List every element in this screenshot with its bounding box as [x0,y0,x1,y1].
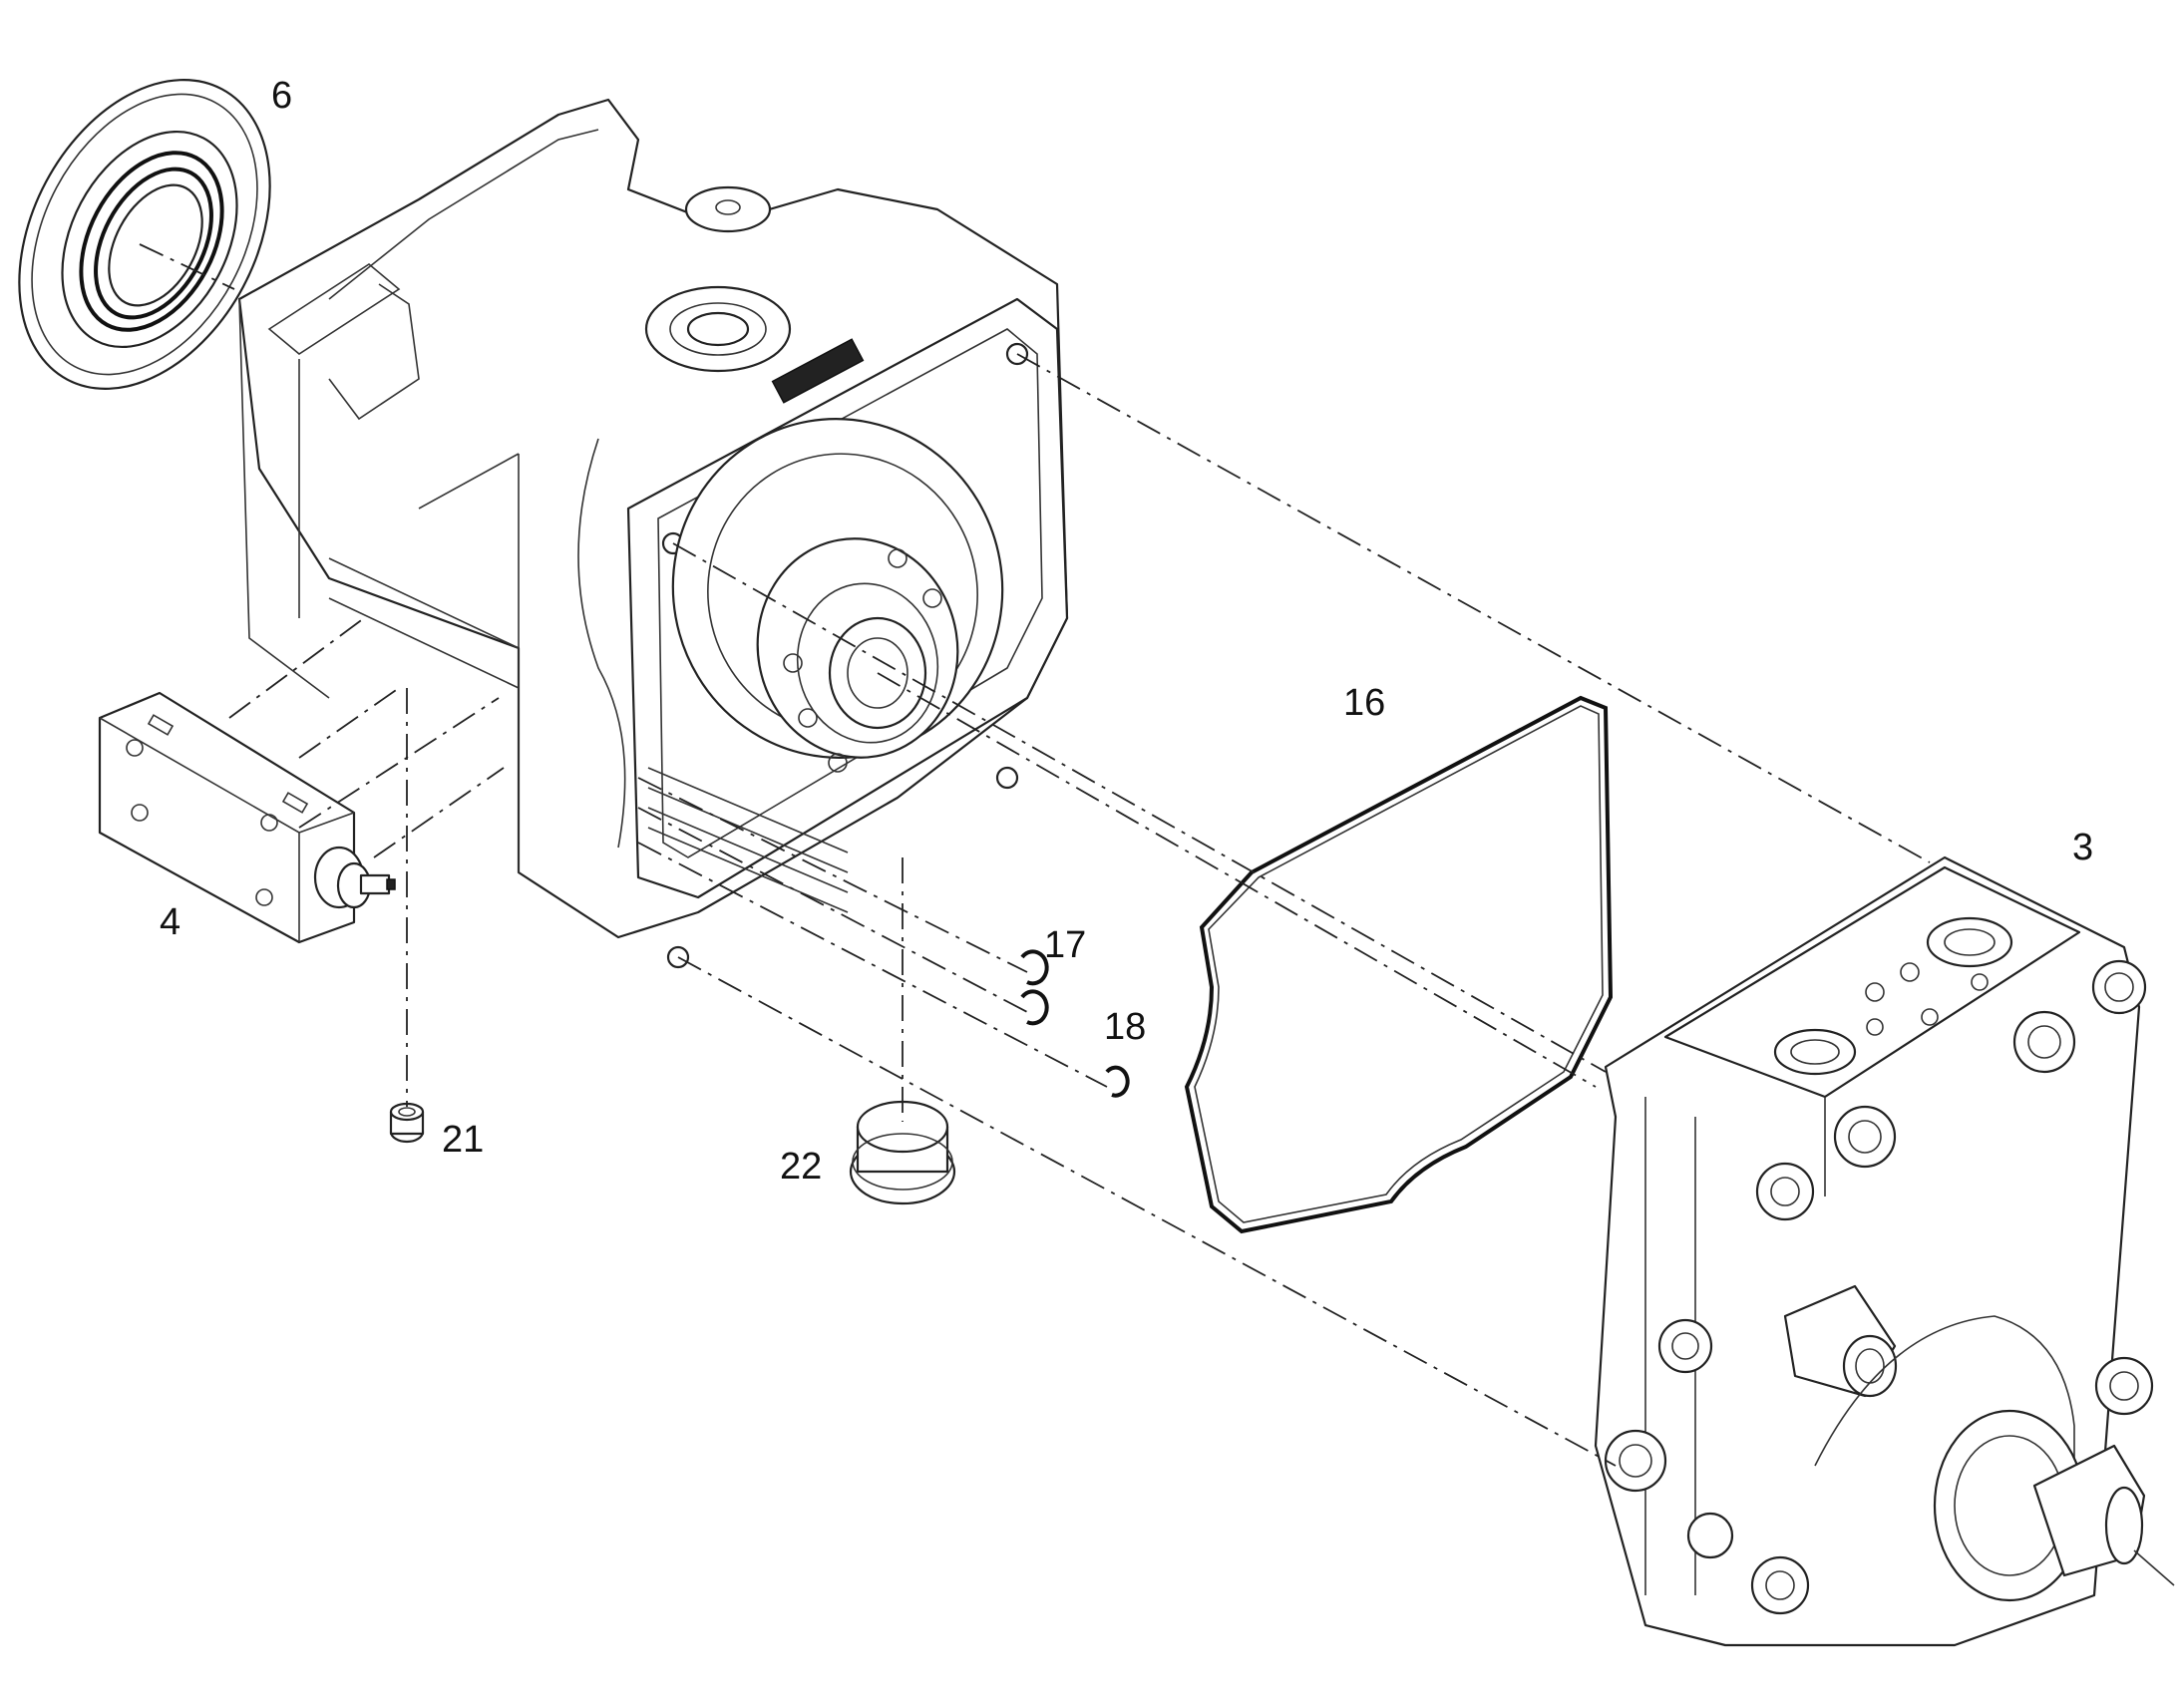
part-3-end-cover[interactable] [1594,855,2175,1647]
part-16-gasket[interactable] [1184,695,1614,1234]
part-22-cap[interactable] [849,1100,956,1205]
callout-6: 6 [271,75,292,117]
part-4-control-valve[interactable] [98,691,396,944]
callout-21: 21 [442,1119,484,1161]
callout-22: 22 [780,1146,822,1188]
callout-17: 17 [1044,924,1086,966]
callout-4: 4 [160,901,181,943]
callout-18: 18 [1104,1006,1146,1048]
main-housing [237,98,1069,969]
part-18-ring[interactable] [1105,1065,1130,1098]
callout-3: 3 [2072,827,2093,868]
callout-labels: 6 16 3 4 17 18 21 22 [160,75,2093,1188]
part-17-snap-rings[interactable] [1020,949,1049,1026]
part-21-plug[interactable] [389,1102,425,1144]
assembly-lines [228,353,1931,1467]
callout-16: 16 [1343,682,1385,724]
part-6-shaft-seal[interactable] [0,37,320,433]
